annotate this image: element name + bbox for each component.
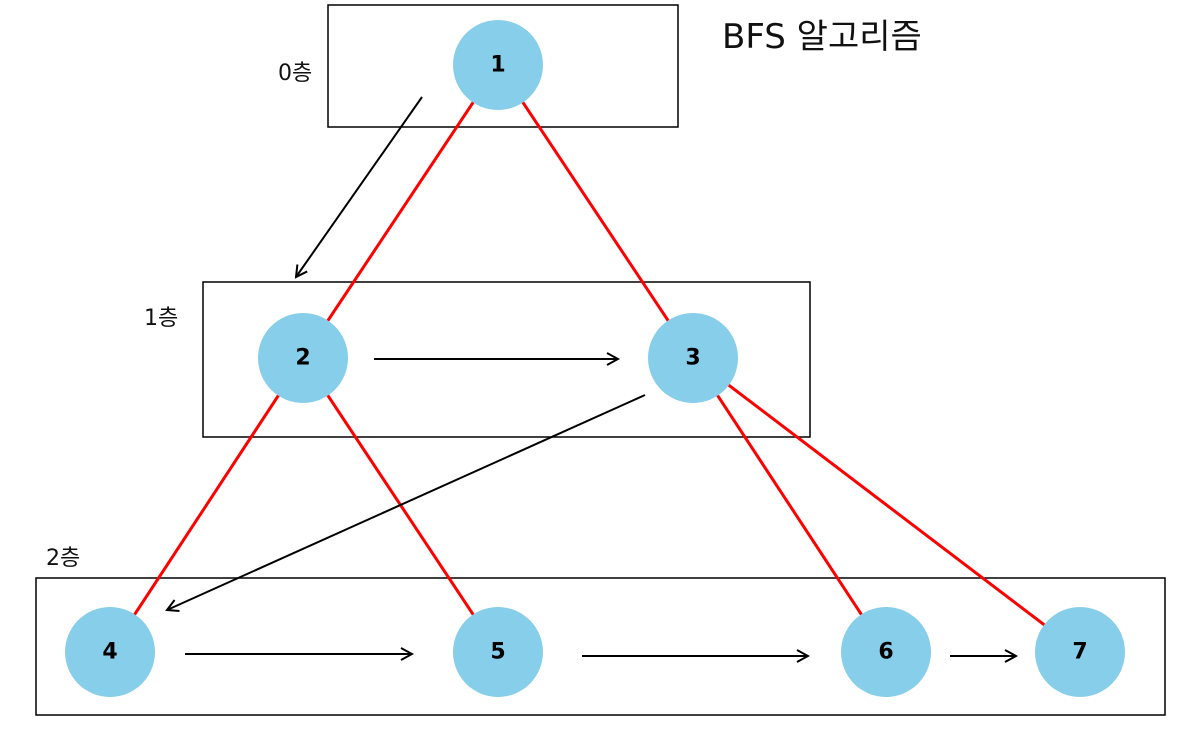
node-6: 6 xyxy=(841,607,931,697)
node-label: 2 xyxy=(295,346,310,371)
node-label: 6 xyxy=(878,640,893,665)
node-2: 2 xyxy=(258,313,348,403)
edge-1-2 xyxy=(301,64,500,359)
layer-box-0 xyxy=(327,4,679,128)
layer-box-1 xyxy=(202,281,811,438)
node-3: 3 xyxy=(648,313,738,403)
traversal-arrow-group xyxy=(167,96,1016,656)
node-circle xyxy=(453,20,543,110)
traversal-arrow-1-2 xyxy=(296,96,423,277)
node-group: 1 2 3 4 5 6 7 xyxy=(65,20,1125,697)
node-7: 7 xyxy=(1035,607,1125,697)
node-label: 5 xyxy=(490,640,505,665)
diagram-title: BFS 알고리즘 xyxy=(722,17,922,57)
node-circle xyxy=(65,607,155,697)
node-circle xyxy=(453,607,543,697)
layer-box-2 xyxy=(35,577,1166,716)
node-circle xyxy=(648,313,738,403)
node-label: 3 xyxy=(685,346,700,371)
layer-label-2: 2층 xyxy=(46,546,80,571)
node-5: 5 xyxy=(453,607,543,697)
layer-label-0: 0층 xyxy=(278,61,312,86)
layer-label-1: 1층 xyxy=(144,306,178,331)
edge-3-6 xyxy=(691,357,888,653)
node-label: 7 xyxy=(1072,640,1087,665)
edge-2-4 xyxy=(108,357,305,653)
node-circle xyxy=(841,607,931,697)
traversal-arrow-3-4 xyxy=(167,394,646,610)
node-circle xyxy=(258,313,348,403)
node-label: 1 xyxy=(490,53,505,78)
edge-1-3 xyxy=(496,64,695,359)
edge-3-7 xyxy=(692,356,1081,654)
node-label: 4 xyxy=(102,640,117,665)
node-circle xyxy=(1035,607,1125,697)
node-4: 4 xyxy=(65,607,155,697)
node-1: 1 xyxy=(453,20,543,110)
